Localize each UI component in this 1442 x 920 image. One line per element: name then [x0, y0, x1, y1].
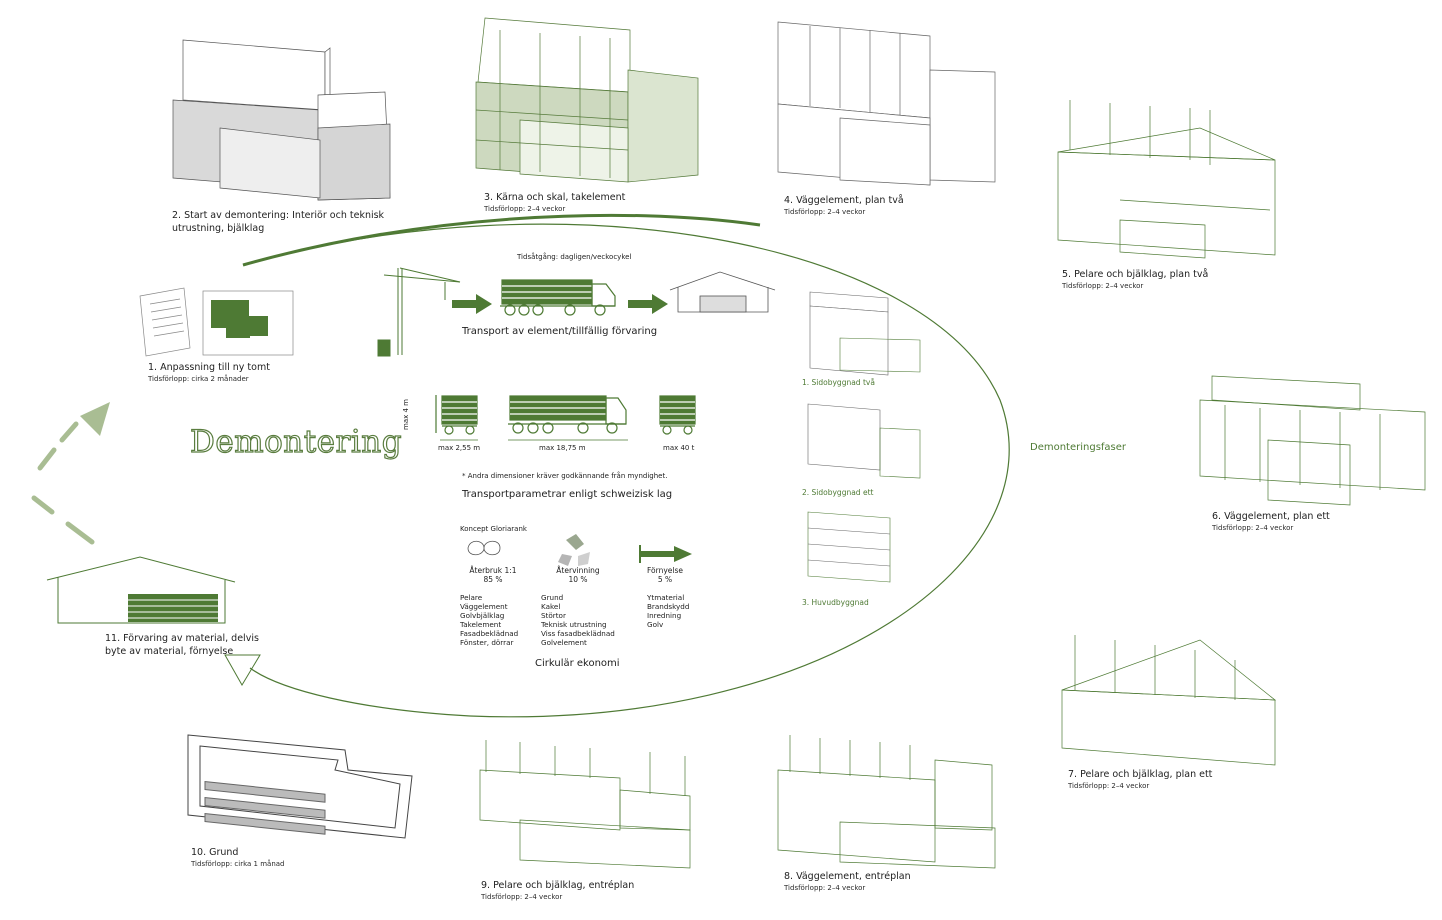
transport-arrows [452, 294, 668, 314]
step10-foundation [187, 734, 413, 839]
crane [377, 267, 461, 357]
phases-side-label: Demonteringsfaser [1030, 442, 1127, 453]
phase-sketches [807, 291, 921, 583]
step1-drawings [139, 287, 294, 357]
transport-params-title: Transportparametrar enligt schweizisk la… [462, 489, 673, 500]
dimension-trucks [435, 395, 696, 441]
step8-frame [777, 735, 996, 869]
cycle-arc [242, 223, 1010, 718]
return-arrow [31, 421, 95, 545]
step3-building [475, 17, 699, 183]
transport-time-label: Tidsåtgång: dagligen/veckocykel [517, 253, 632, 261]
truck [500, 279, 616, 316]
dim-weight-label: max 40 t [663, 444, 695, 452]
step-2-label: 2. Start av demontering: Interiör och te… [172, 210, 385, 234]
transport-caption: Transport av element/tillfällig förvarin… [462, 326, 658, 337]
dim-height-label: max 4 m [402, 399, 410, 430]
phase-1-label: 1. Sidobyggnad två [802, 378, 875, 387]
step4-building [777, 21, 996, 186]
step2-building [172, 39, 391, 201]
cycle-arc-bold [242, 213, 761, 267]
return-arrow-head [80, 402, 110, 436]
step7-frame [1061, 635, 1277, 766]
step-11-label: 11. Förvaring av material, delvis byte a… [105, 633, 259, 657]
dim-length-label: max 18,75 m [539, 444, 586, 452]
warehouse [669, 271, 776, 313]
step6-frame [1199, 375, 1426, 506]
diagram-title: Demontering [189, 423, 403, 460]
step11-shed [46, 556, 236, 624]
economy-title: Cirkulär ekonomi [535, 658, 620, 669]
phase-2-label: 2. Sidobyggnad ett [802, 488, 874, 497]
phase-3-label: 3. Huvudbyggnad [802, 598, 869, 607]
economy-icons [467, 534, 692, 566]
transport-note: * Andra dimensioner kräver godkännande f… [462, 472, 668, 480]
dim-width-label: max 2,55 m [438, 444, 481, 452]
step9-frame [479, 740, 691, 869]
step5-frame [1057, 100, 1276, 259]
triangle-marker [224, 654, 261, 686]
economy-concept: Koncept Gloriarank [460, 525, 527, 533]
